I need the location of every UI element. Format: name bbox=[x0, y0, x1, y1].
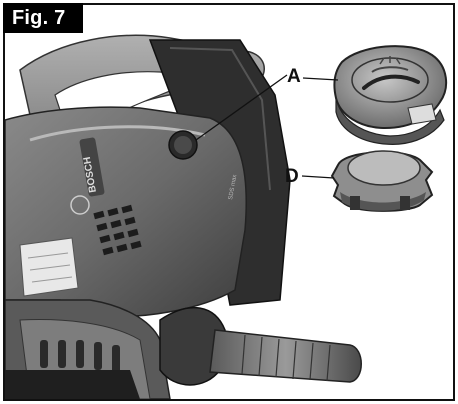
housing-text: SDS max bbox=[228, 174, 238, 200]
side-handle-grip bbox=[209, 329, 362, 383]
figure-label: Fig. 7 bbox=[3, 3, 83, 33]
vent-grille bbox=[93, 204, 142, 256]
cap-d bbox=[330, 150, 434, 212]
dust-cap-a bbox=[333, 45, 448, 145]
rating-label bbox=[19, 237, 79, 297]
callout-a: A bbox=[287, 66, 301, 87]
callout-d: D bbox=[285, 166, 299, 187]
